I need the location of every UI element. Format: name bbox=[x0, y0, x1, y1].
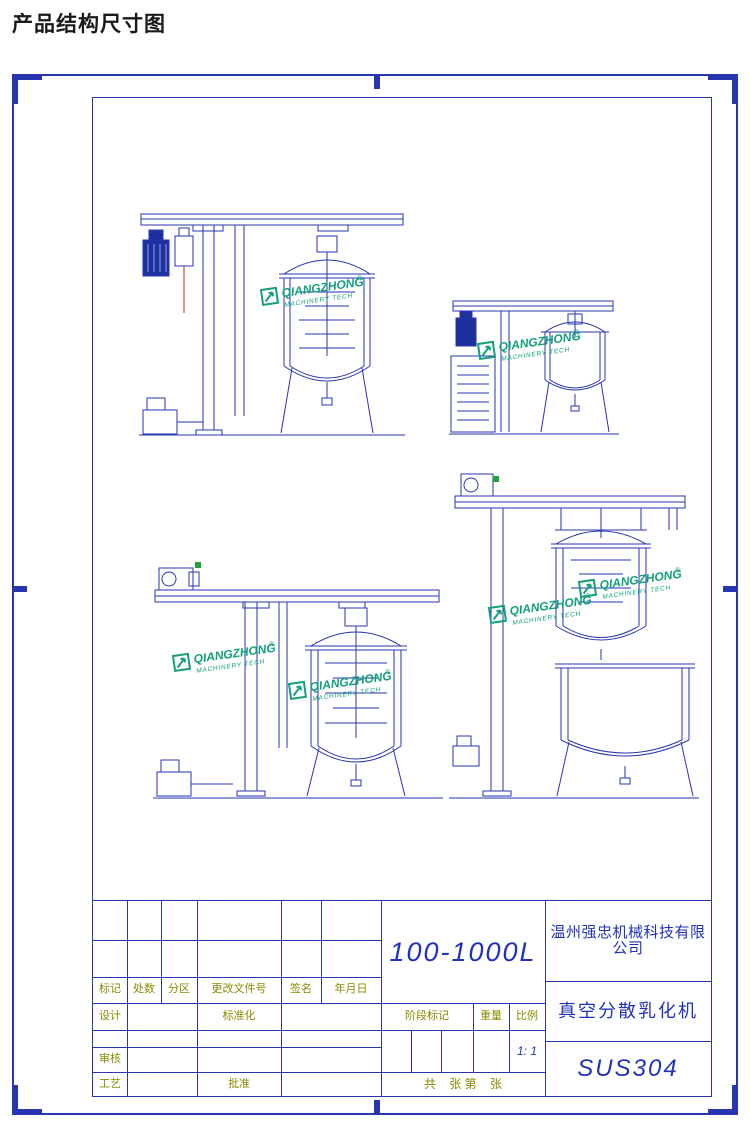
svg-text:®: ® bbox=[675, 566, 682, 575]
svg-text:®: ® bbox=[357, 274, 364, 283]
svg-text:®: ® bbox=[574, 328, 581, 337]
titleblock-label-date: 年月日 bbox=[334, 983, 368, 996]
machine-view-4 bbox=[449, 473, 699, 799]
titleblock-label-stage-mark: 阶段标记 bbox=[405, 1009, 449, 1022]
corner-mark bbox=[12, 1109, 42, 1115]
logo-watermark: QIANGZHONG ® MACHINERY TECH bbox=[476, 328, 581, 363]
titleblock-material: SUS304 bbox=[577, 1055, 679, 1083]
title-block: 标记 处数 分区 更改文件号 签名 年月日 设计 标准化 审核 工艺 批准 阶段… bbox=[93, 900, 711, 1097]
machine-view-3 bbox=[153, 562, 443, 799]
titleblock-company-name: 温州强忠机械科技有限公司 bbox=[550, 924, 706, 957]
titleblock-label-review: 审核 bbox=[99, 1052, 121, 1065]
corner-mark bbox=[12, 74, 42, 80]
titleblock-label-signature: 签名 bbox=[290, 983, 312, 996]
center-mark-bottom bbox=[374, 1100, 380, 1115]
titleblock-label-approve: 批准 bbox=[228, 1077, 250, 1090]
center-mark-right bbox=[723, 586, 738, 592]
corner-mark bbox=[12, 1085, 18, 1115]
logo-watermark: QIANGZHONG ® MACHINERY TECH bbox=[287, 668, 392, 703]
titleblock-sheet-info: 共 张 第 张 bbox=[423, 1077, 502, 1092]
corner-mark bbox=[708, 74, 738, 80]
titleblock-product-name: 真空分散乳化机 bbox=[558, 1000, 698, 1021]
titleblock-label-count: 处数 bbox=[133, 983, 155, 996]
logo-watermark: QIANGZHONG ® MACHINERY TECH bbox=[171, 640, 276, 675]
titleblock-label-change-doc: 更改文件号 bbox=[211, 983, 267, 996]
titleblock-label-process: 工艺 bbox=[99, 1077, 121, 1090]
corner-mark bbox=[12, 74, 18, 104]
machine-view-1 bbox=[139, 213, 405, 436]
technical-drawing: QIANGZHONG ® MACHINERY TECH QIANGZHONG ®… bbox=[139, 213, 699, 799]
corner-mark bbox=[732, 74, 738, 104]
center-mark-left bbox=[12, 586, 27, 592]
svg-text:®: ® bbox=[385, 668, 392, 677]
logo-watermark: QIANGZHONG ® MACHINERY TECH bbox=[487, 592, 592, 627]
drawing-area-frame: QIANGZHONG ® MACHINERY TECH QIANGZHONG ®… bbox=[92, 97, 712, 1097]
titleblock-capacity: 100-1000L bbox=[389, 936, 537, 967]
titleblock-label-scale: 比例 bbox=[516, 1009, 538, 1022]
titleblock-label-weight: 重量 bbox=[480, 1009, 502, 1022]
corner-mark bbox=[708, 1109, 738, 1115]
corner-mark bbox=[732, 1085, 738, 1115]
page-title: 产品结构尺寸图 bbox=[12, 13, 166, 36]
titleblock-scale-value: 1: 1 bbox=[516, 1043, 537, 1058]
titleblock-label-standardization: 标准化 bbox=[222, 1009, 256, 1022]
machine-view-2 bbox=[449, 300, 619, 435]
center-mark-top bbox=[374, 74, 380, 89]
drawing-sheet-frame: QIANGZHONG ® MACHINERY TECH QIANGZHONG ®… bbox=[12, 74, 738, 1115]
titleblock-label-design: 设计 bbox=[99, 1009, 121, 1022]
titleblock-label-zone: 分区 bbox=[168, 983, 190, 996]
titleblock-label-mark: 标记 bbox=[99, 983, 121, 996]
logo-watermark: QIANGZHONG ® MACHINERY TECH bbox=[577, 566, 682, 601]
svg-text:®: ® bbox=[269, 640, 276, 649]
